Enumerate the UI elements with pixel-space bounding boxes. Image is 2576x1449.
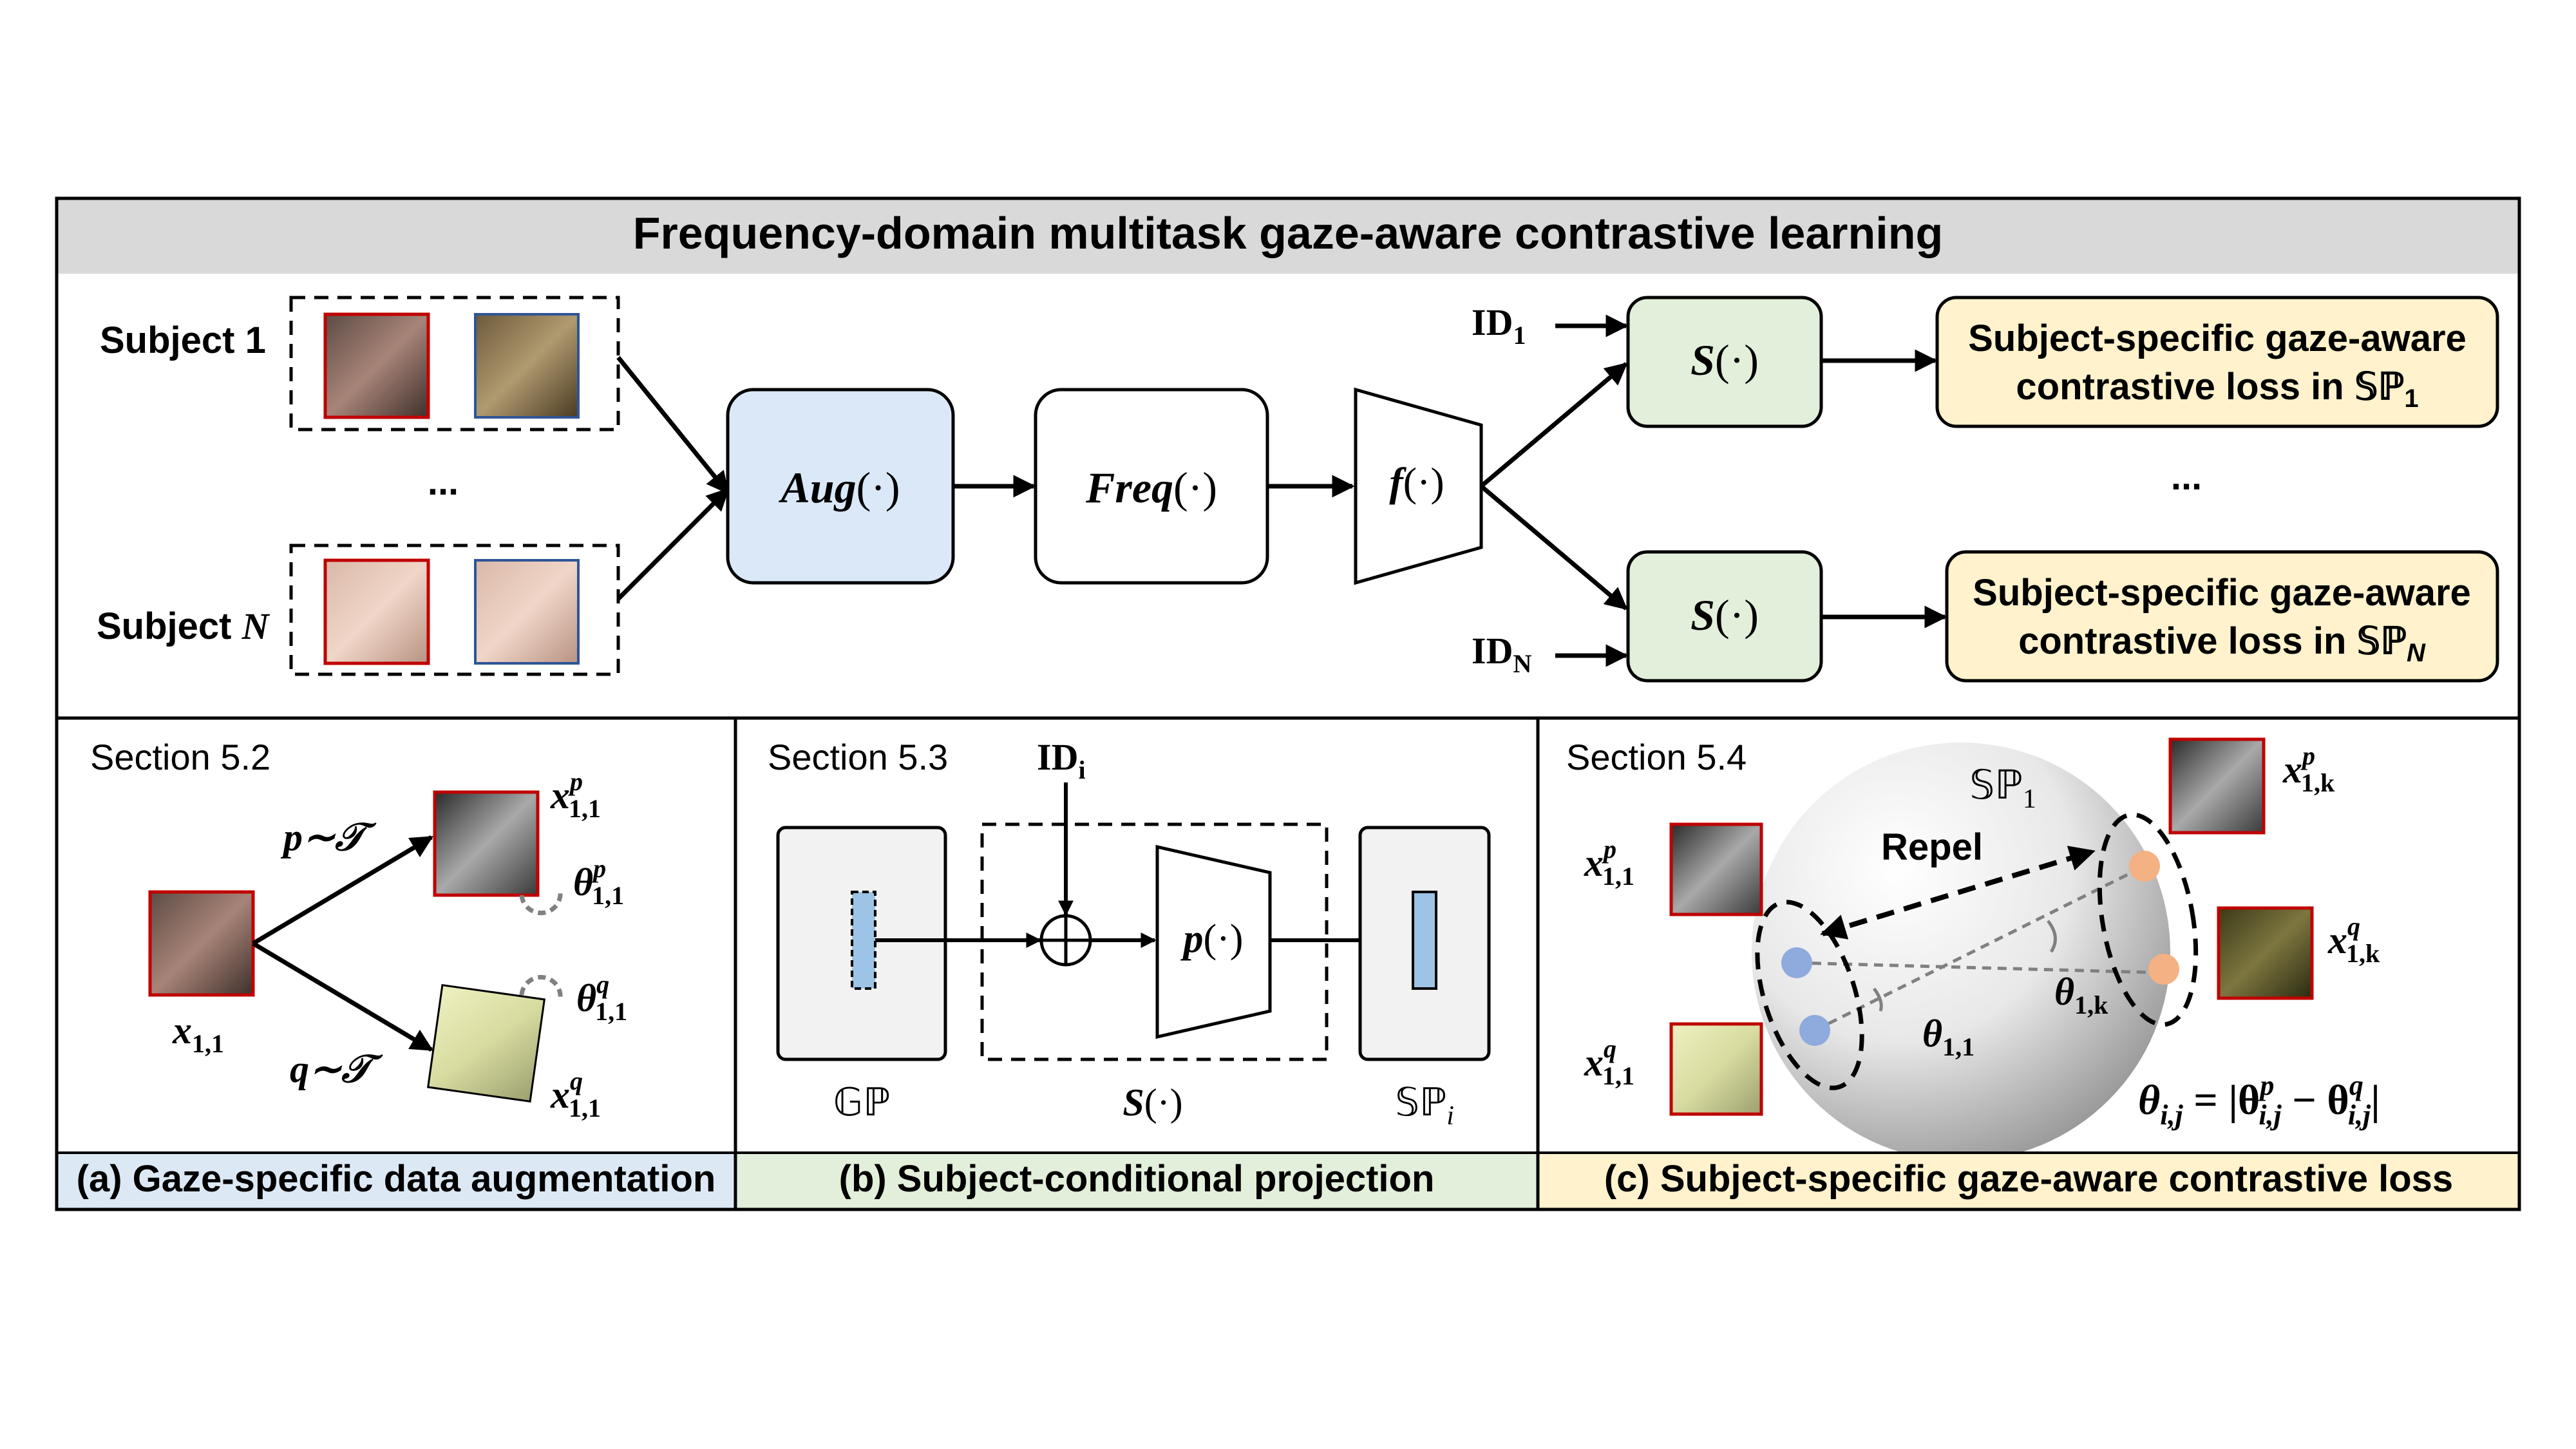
outer-frame-overlay (55, 196, 2521, 1211)
loss-box-n-line1: Subject-specific gaze-aware (1973, 572, 2471, 614)
subject-ellipsis: ... (428, 461, 459, 503)
face-photo-icon (426, 983, 546, 1103)
arrow-f-to-s1 (1479, 362, 1628, 488)
projection-p-label: p(·) (1180, 917, 1244, 961)
arrow-x-to-xq (252, 941, 434, 1052)
rotate-arrow-icon (519, 974, 563, 999)
encoder-f-shape (1354, 387, 1483, 585)
face-photo-icon (474, 313, 580, 419)
face-photo-icon (1669, 1022, 1763, 1116)
s-box-1-label: S(·) (1690, 336, 1759, 384)
encoder-f-label: f(·) (1389, 459, 1444, 505)
repel-label: Repel (1881, 826, 1983, 868)
repel-arrow (1820, 846, 2096, 940)
id-n-label: IDN (1472, 630, 1531, 678)
q-transform-label: q∼𝒯 (290, 1048, 383, 1090)
subject-1-label: Subject 1 (100, 319, 266, 361)
rotate-arrow-icon (519, 891, 563, 916)
sp-i-label: 𝕊ℙi (1395, 1081, 1454, 1131)
theta-1k-label: θ1,k (2054, 971, 2108, 1019)
id-i-label: IDi (1037, 736, 1086, 784)
arrow-x-to-xp (252, 835, 434, 946)
theta-11-label: θ1,1 (1922, 1012, 1975, 1061)
loss-box-1-line2: contrastive loss in 𝕊ℙ1 (2016, 366, 2418, 413)
x11-label: x1,1 (172, 1009, 224, 1058)
s-box-n-label: S(·) (1690, 591, 1759, 639)
embedding-dot-blue (1781, 947, 1812, 978)
subject-n-label: Subject N (97, 605, 270, 647)
embedding-dot-blue (1799, 1015, 1830, 1046)
sp-feature-bar (1412, 891, 1437, 990)
positive-pair-group-left (1755, 900, 1864, 1090)
arrow-subjectn-to-aug (616, 488, 730, 601)
subject-1-group (289, 296, 620, 431)
gaze-line-1 (1796, 961, 2152, 974)
face-photo-icon (433, 790, 540, 897)
face-photo-icon (323, 312, 430, 419)
panel-b-section: Section 5.3 (768, 737, 948, 777)
aug-label: Aug(·) (778, 463, 900, 512)
angle-arc-1 (1872, 987, 1883, 1012)
loss-box-1 (1935, 296, 2499, 428)
panel-c-caption: (c) Subject-specific gaze-aware contrast… (1604, 1158, 2453, 1200)
gp-feature-bar (851, 891, 876, 990)
freq-label: Freq(·) (1085, 463, 1217, 512)
face-photo-icon (2217, 906, 2314, 1000)
panel-b-caption-bg (737, 1154, 1537, 1208)
loss-ellipsis: ... (2171, 456, 2202, 498)
face-photo-icon (1669, 822, 1763, 916)
diagram-title: Frequency-domain multitask gaze-aware co… (633, 208, 1943, 258)
loss-box-n-line2: contrastive loss in 𝕊ℙN (2018, 620, 2426, 667)
embedding-dot-orange (2129, 851, 2160, 882)
s-projection-group (980, 822, 1329, 1061)
id-1-label: ID1 (1472, 301, 1526, 350)
panel-a-section: Section 5.2 (90, 737, 270, 777)
panel-a-caption: (a) Gaze-specific data augmentation (77, 1158, 716, 1200)
face-photo-icon (148, 890, 255, 997)
arrow-subject1-to-aug (616, 355, 730, 495)
loss-box-1-line1: Subject-specific gaze-aware (1968, 317, 2467, 359)
subject-n-group (289, 544, 620, 676)
panel-c-caption-bg (1540, 1154, 2518, 1208)
embedding-dot-orange (2148, 954, 2179, 985)
sp1-label: 𝕊ℙ1 (1969, 764, 2036, 814)
panel-a-caption-bg (58, 1153, 734, 1208)
face-photo-icon (323, 558, 430, 665)
p-transform-label: p∼𝒯 (280, 816, 377, 858)
loss-box-n (1945, 550, 2499, 683)
face-photo-icon (474, 559, 580, 665)
panel-c-section: Section 5.4 (1566, 737, 1747, 777)
panel-b-caption: (b) Subject-conditional projection (839, 1158, 1435, 1200)
title-bar (58, 200, 2518, 274)
face-photo-icon (2168, 737, 2266, 835)
s-projection-label: S(·) (1122, 1081, 1182, 1124)
arrow-f-to-sn (1479, 484, 1628, 611)
gp-label: 𝔾ℙ (833, 1081, 891, 1124)
positive-pair-group-right (2097, 812, 2199, 1027)
projection-p-shape (1155, 844, 1272, 1039)
